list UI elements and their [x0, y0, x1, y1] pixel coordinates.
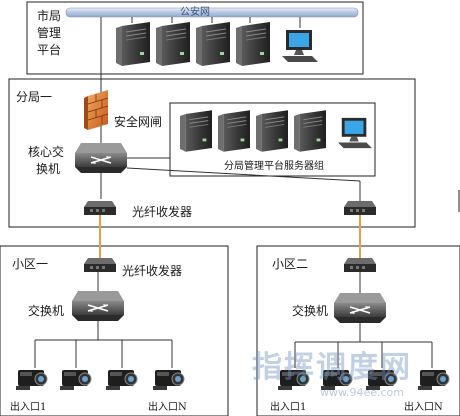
district-2-box	[256, 245, 460, 416]
branch-transceiver-right	[344, 201, 376, 215]
district-1-camera-3	[106, 369, 138, 390]
city-server-1	[116, 22, 150, 66]
security-gateway-label: 安全网闸	[114, 115, 163, 129]
police-network-label: 公安网	[180, 7, 210, 18]
district-2-transceiver	[344, 258, 376, 272]
branch-transceiver-label: 光纤收发器	[132, 205, 193, 219]
district-1-transceiver-label: 光纤收发器	[122, 264, 183, 278]
district-2-entrance-last-label: 出入口N	[404, 402, 443, 413]
district-1-camera-2	[60, 369, 92, 390]
city-label-line-1: 市局	[37, 9, 62, 23]
city-label-line-2: 管理	[37, 26, 62, 40]
police-network-bus	[65, 7, 359, 18]
district-1-transceiver	[84, 258, 116, 272]
branch-label: 分局一	[16, 90, 53, 104]
connection-lines	[97, 17, 361, 342]
branch-bureau-box	[8, 78, 416, 228]
city-label-line-3: 平台	[37, 43, 62, 57]
branch-server-2	[218, 110, 250, 152]
server-group-label: 分局管理平台服务器组	[224, 161, 324, 172]
district-1-entrance-first-label: 出入口1	[10, 402, 47, 413]
branch-workstation	[338, 117, 372, 149]
branch-server-4	[294, 110, 326, 152]
district-1-camera-4	[153, 369, 185, 390]
district-1-label: 小区一	[12, 257, 49, 271]
city-server-2	[156, 22, 190, 66]
city-server-4	[236, 22, 270, 66]
district-2-label: 小区二	[272, 257, 309, 271]
camera-bus-lines	[34, 339, 433, 368]
district-1-box	[0, 245, 229, 416]
city-server-3	[196, 22, 230, 66]
security-gateway	[84, 90, 109, 130]
district-2-entrance-first-label: 出入口1	[270, 402, 307, 413]
core-switch-label-line-1: 核心交	[28, 145, 65, 159]
branch-transceiver-left	[84, 201, 116, 215]
core-switch-label-line-2: 换机	[36, 162, 61, 176]
district-1-switch-label: 交换机	[28, 304, 65, 318]
district-2-switch-label: 交换机	[292, 304, 329, 318]
watermark-url: www.94ee.com	[320, 386, 404, 399]
district-1-entrance-last-label: 出入口N	[148, 402, 187, 413]
district-1-camera-1	[16, 369, 48, 390]
core-switch	[75, 143, 127, 173]
district-2-camera-4	[418, 369, 450, 390]
branch-server-1	[180, 110, 212, 152]
branch-server-3	[256, 110, 288, 152]
district-2-switch	[334, 293, 386, 323]
watermark-text: 指挥调度网	[252, 350, 412, 385]
district-1-switch	[72, 291, 124, 321]
city-workstation	[282, 30, 318, 62]
city-bureau-box	[26, 1, 364, 75]
